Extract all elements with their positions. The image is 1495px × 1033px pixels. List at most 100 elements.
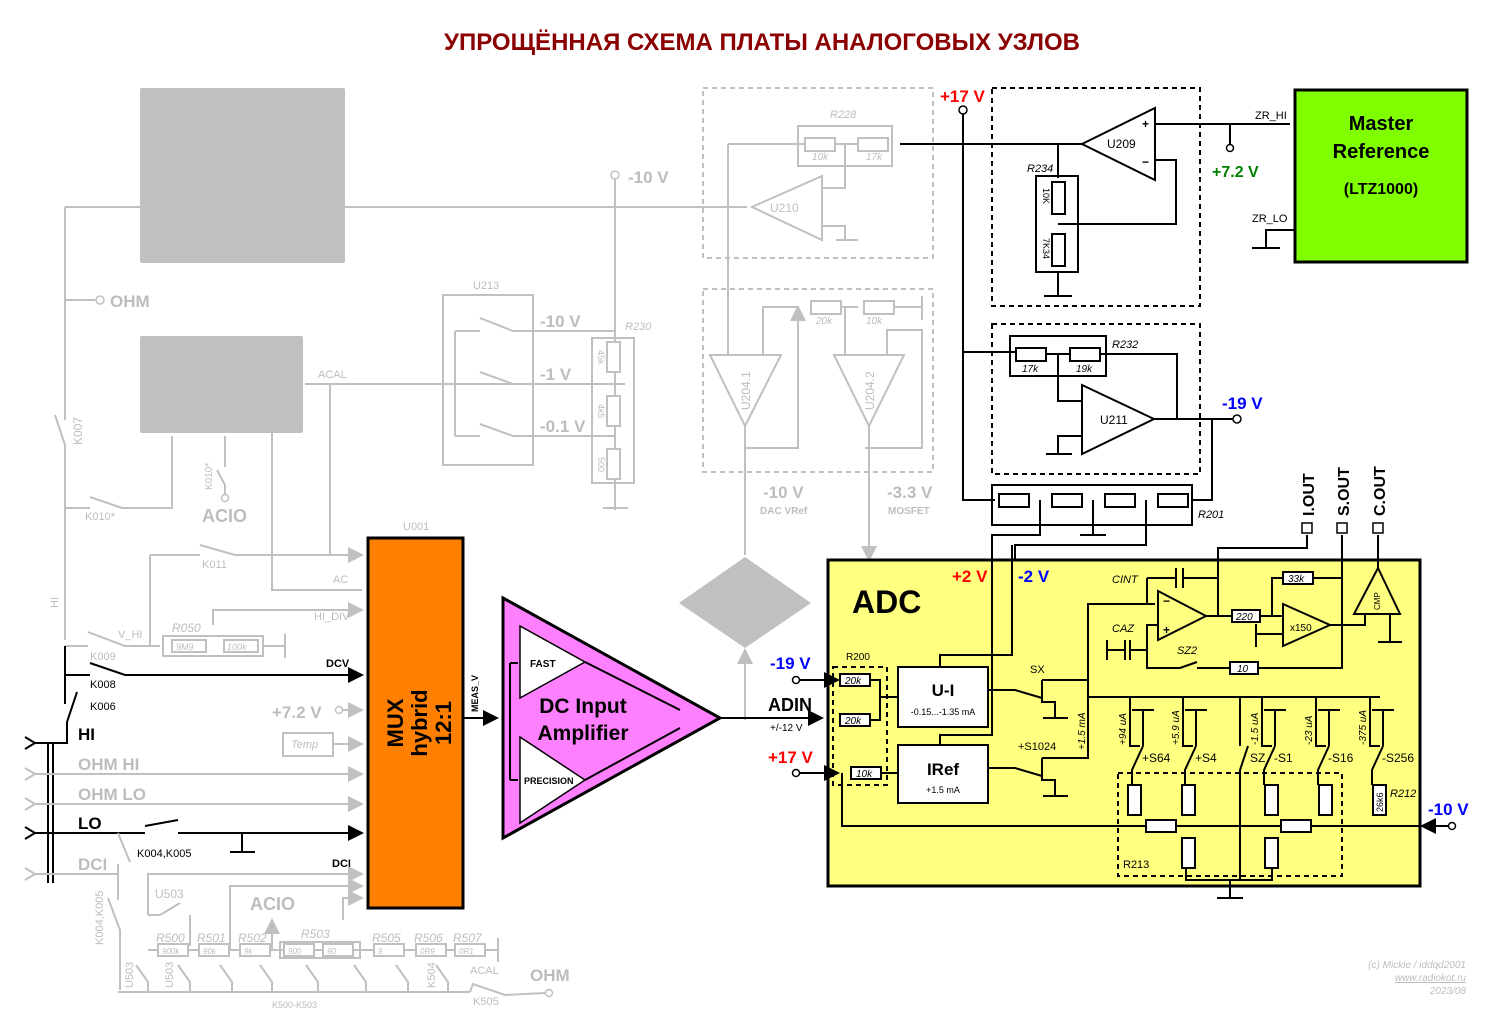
r213-resistor [1181, 837, 1196, 869]
r232-r1: 17k [1022, 364, 1039, 375]
current-switch [1131, 745, 1144, 785]
shunt-switch [219, 964, 233, 992]
u213-label: U213 [473, 280, 499, 292]
shunt-resistor-name: R506 [414, 931, 443, 945]
u204-2-label: U204.2 [863, 371, 877, 410]
shunt-resistor-value: 9k [244, 947, 253, 956]
r200-r3: 10k [856, 769, 873, 780]
shunt-resistor-value: 900k [162, 947, 180, 956]
current-switch-label: SZ [1250, 751, 1265, 765]
caz-label: CAZ [1112, 623, 1135, 635]
gray-block-mid [140, 336, 303, 433]
current-value-label: +94 uA [1118, 713, 1129, 745]
current-switch [1184, 745, 1197, 785]
terminal-lo: LO [78, 814, 102, 833]
r220-label: 220 [1235, 612, 1253, 623]
s1024-label: +S1024 [1018, 741, 1056, 753]
r232-label: R232 [1112, 339, 1138, 351]
shunt-resistor [322, 943, 354, 957]
shunt-switch [135, 964, 149, 992]
tap-minus01: -0.1 V [540, 417, 586, 436]
k505-label: K505 [473, 996, 499, 1008]
amplifier-section: FAST PRECISION DC Input Amplifier [501, 595, 824, 841]
cout-label: C.OUT [1372, 466, 1389, 516]
master-ref-line2: Reference [1333, 141, 1430, 163]
u204-1-label: U204.1 [739, 371, 753, 410]
zr-lo-label: ZR_LO [1252, 213, 1288, 225]
current-source-ground [1369, 697, 1394, 747]
cmp-label: CMP [1373, 592, 1382, 610]
zr-hi-label: ZR_HI [1255, 110, 1287, 122]
u210-label: U210 [770, 201, 799, 215]
current-switch [1317, 745, 1330, 785]
dci-label: DCI [332, 858, 351, 870]
r213-resistor [1318, 784, 1333, 816]
shunt-resistor-value: 9 [378, 947, 383, 956]
r200-r1: 20k [844, 676, 862, 687]
master-reference-block [1293, 88, 1469, 264]
r228-r2-value: 17k [866, 152, 883, 163]
gray-block-top [140, 88, 345, 263]
adc-minus2: -2 V [1018, 567, 1050, 586]
r230-v3: 500 [596, 457, 606, 472]
shunt-resistor-name: R500 [156, 931, 185, 945]
r234-r2: 7K34 [1041, 238, 1051, 259]
svg-text:−: − [1163, 594, 1170, 608]
shunt-resistor-value: 900 [288, 947, 302, 956]
shunt-resistor [415, 943, 447, 957]
minus19-right-label: -19 V [1222, 394, 1263, 413]
master-ref-line1: Master [1349, 113, 1414, 135]
v-hi-label: V_HI [118, 629, 142, 641]
svg-text:+: + [1163, 623, 1170, 637]
k010-label: K010* [85, 511, 116, 523]
amp-precision-label: PRECISION [524, 776, 574, 786]
shunt-resistor [198, 943, 230, 957]
svg-text:+: + [1142, 117, 1149, 131]
current-source-ground [1315, 697, 1340, 747]
k009-label: K009 [90, 651, 116, 663]
acio-label: ACIO [202, 506, 247, 526]
temp-label: Temp [291, 739, 318, 751]
k004-k005-vert-label: K004,K005 [94, 891, 106, 945]
r213-resistor [1264, 784, 1279, 816]
current-source-ground [1129, 697, 1154, 747]
shunt-switch-u503b: U503 [164, 962, 176, 988]
u503-label: U503 [155, 887, 184, 901]
r234-label: R234 [1027, 163, 1053, 175]
x150-label: x150 [1290, 623, 1312, 634]
mosfet-label: MOSFET [888, 506, 930, 517]
sout-label: S.OUT [1336, 467, 1353, 516]
ui-range: -0.15...-1.35 mA [911, 707, 976, 717]
dac-vref-voltage: -10 V [763, 483, 804, 502]
iref-title: IRef [927, 760, 959, 779]
gray-diamond [679, 557, 811, 648]
shunt-resistor [373, 943, 405, 957]
terminal-ohm-hi: OHM HI [78, 755, 139, 774]
u211-label: U211 [1100, 413, 1128, 427]
sz2-label: SZ2 [1177, 645, 1197, 657]
r212-value: 26k6 [1375, 792, 1385, 812]
hi-vert-label: HI [49, 597, 61, 608]
r10-label: 10 [1237, 664, 1249, 675]
shunt-resistor-value: 90 [327, 947, 336, 956]
current-switch-label: +S64 [1142, 751, 1171, 765]
r200-label: R200 [846, 652, 870, 663]
current-switch [1263, 745, 1276, 785]
r228-label: R228 [830, 109, 857, 121]
r213-label: R213 [1123, 859, 1149, 871]
r230-label: R230 [625, 321, 652, 333]
adc-title: ADC [852, 584, 921, 620]
r213-resistor [1145, 819, 1177, 833]
r230-v1: 45k [596, 350, 606, 365]
shunt-resistor-name: R505 [372, 931, 401, 945]
current-value-label: +5.9 uA [1171, 710, 1182, 745]
adc-minus10-label: -10 V [1428, 800, 1469, 819]
current-source-ground [1261, 697, 1286, 747]
iref-value: +1.5 mA [926, 785, 960, 795]
terminal-ohm-lo: OHM LO [78, 785, 146, 804]
shunt-switch [353, 964, 367, 992]
k006-label: K006 [90, 701, 116, 713]
current-value-label: -23 uA [1304, 715, 1315, 745]
shunt-switch [395, 964, 409, 992]
shunt-resistor [283, 943, 315, 957]
